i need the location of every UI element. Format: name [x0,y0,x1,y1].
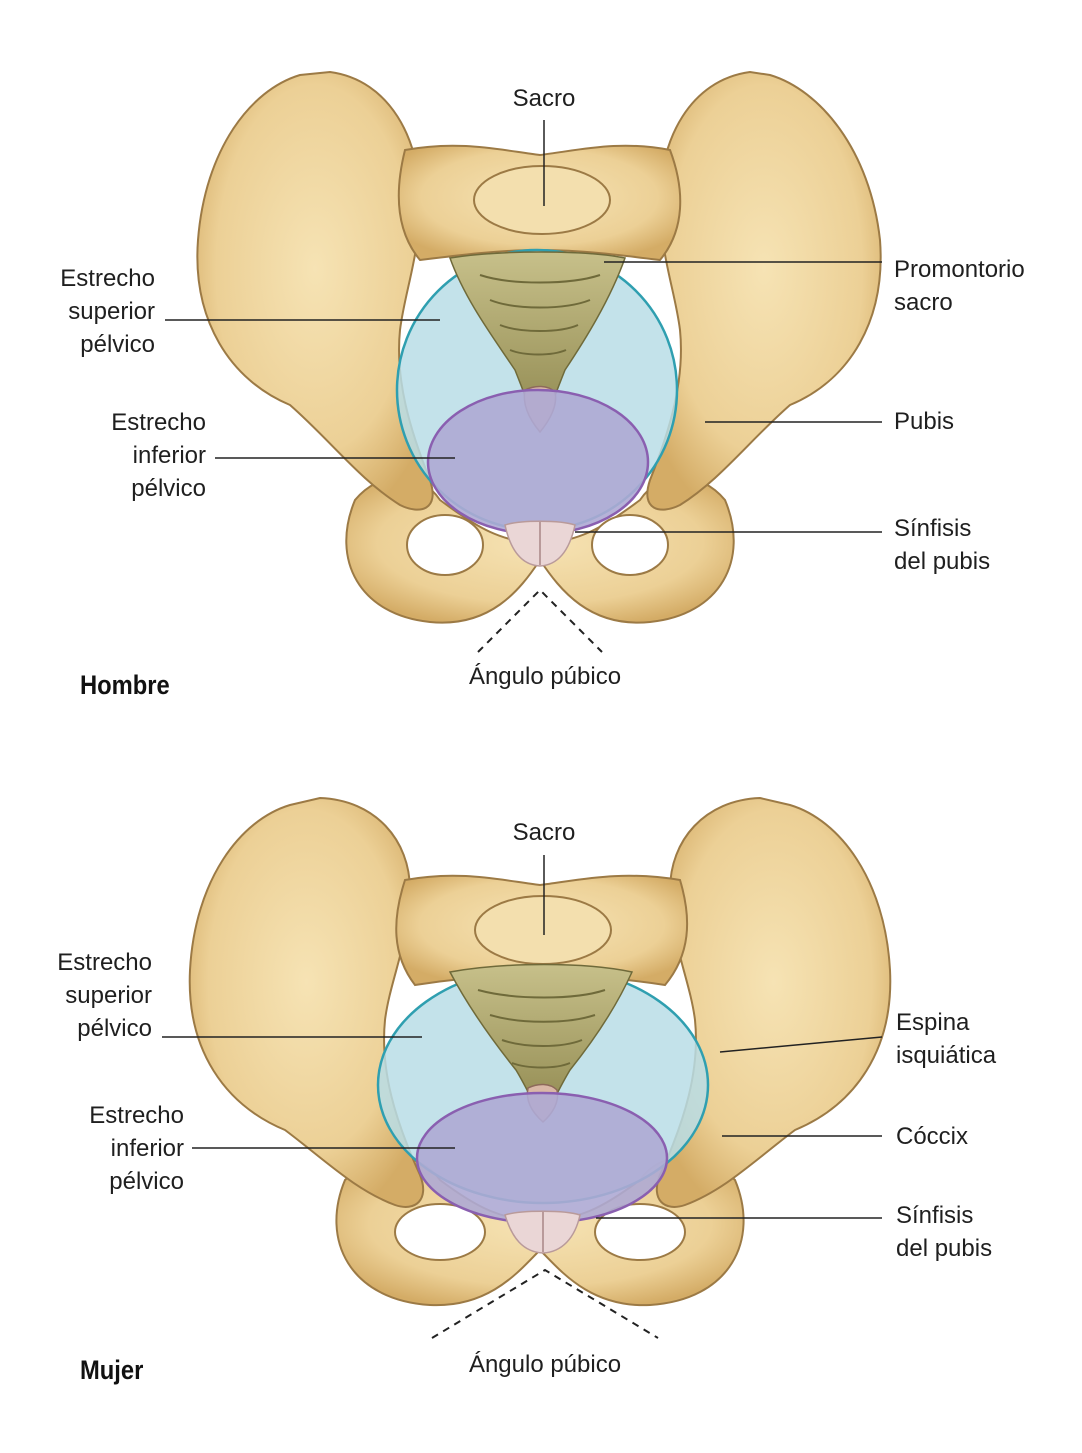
male-label-pubic-symphysis: Sínfisis del pubis [894,512,990,578]
female-label-ischial-spine: Espina isquiática [896,1006,996,1072]
male-label-pubis: Pubis [894,405,954,438]
male-label-pelvic-outlet: Estrecho inferior pélvico [40,406,206,505]
male-pelvis [197,72,880,652]
female-panel-title: Mujer [80,1355,143,1386]
female-pelvis [190,798,891,1338]
female-label-sacrum: Sacro [494,816,594,849]
female-label-pelvic-inlet: Estrecho superior pélvico [20,946,152,1045]
female-label-pelvic-outlet: Estrecho inferior pélvico [20,1099,184,1198]
female-ilium-left [190,798,423,1207]
female-label-coccyx: Cóccix [896,1120,968,1153]
male-pelvic-outlet [428,390,648,534]
male-obturator-right [592,515,668,575]
male-sacral-body [474,166,610,234]
male-label-sacrum: Sacro [494,82,594,115]
male-ilium-right [647,72,880,510]
male-panel-title: Hombre [80,670,170,701]
female-label-pubic-symphysis: Sínfisis del pubis [896,1199,992,1265]
male-label-pubic-angle: Ángulo púbico [430,660,660,693]
female-label-pubic-angle: Ángulo púbico [430,1348,660,1381]
female-ilium-right [657,798,890,1207]
male-obturator-left [407,515,483,575]
male-label-pelvic-inlet: Estrecho superior pélvico [20,262,155,361]
male-label-sacral-promontory: Promontorio sacro [894,253,1025,319]
female-pelvic-outlet [417,1093,667,1223]
female-sacral-body [475,896,611,964]
male-ilium-left [197,72,432,510]
